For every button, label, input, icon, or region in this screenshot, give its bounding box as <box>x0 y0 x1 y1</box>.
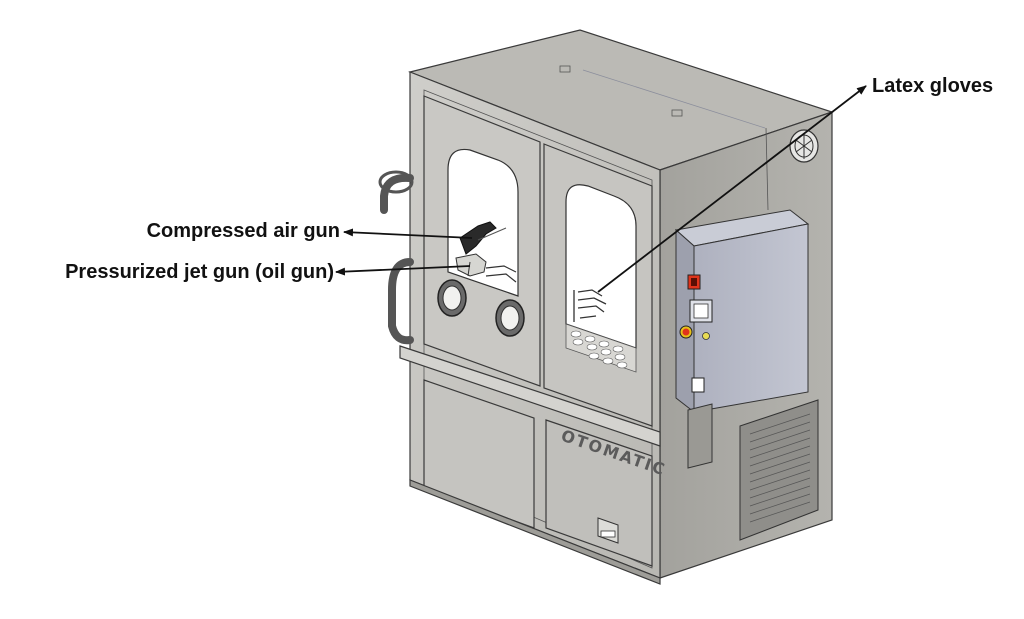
side-vent <box>739 399 819 541</box>
arrow-jet-gun <box>335 265 471 276</box>
lower-right-panel <box>545 419 653 567</box>
jet-gun <box>455 253 487 277</box>
side-handle <box>687 403 713 469</box>
air-gun <box>459 221 507 255</box>
glove-right <box>573 289 607 322</box>
drain-slot <box>597 517 619 544</box>
right-window <box>565 184 637 349</box>
arrow-air-gun <box>343 228 473 239</box>
basket-grid <box>565 323 637 373</box>
arrow-gloves <box>597 85 867 293</box>
indicator-lamp-icon <box>702 332 710 340</box>
front-shelf <box>399 345 661 447</box>
glove-left <box>485 265 517 283</box>
label-jet-gun: Pressurized jet gun (oil gun) <box>65 261 334 283</box>
side-hose <box>380 173 414 345</box>
glove-port-right <box>495 299 525 337</box>
left-window <box>447 148 519 297</box>
selector-switch <box>691 377 705 393</box>
power-switch-icon <box>687 274 701 290</box>
display-screen-icon <box>689 299 713 323</box>
control-box <box>674 209 810 414</box>
base-frame <box>409 479 661 585</box>
glove-port-left <box>437 279 467 317</box>
hose-coil <box>378 170 414 194</box>
fan-icon <box>789 129 819 163</box>
label-gloves: Latex gloves <box>872 75 993 97</box>
label-air-gun: Compressed air gun <box>147 220 340 242</box>
emergency-stop-icon <box>679 325 693 339</box>
